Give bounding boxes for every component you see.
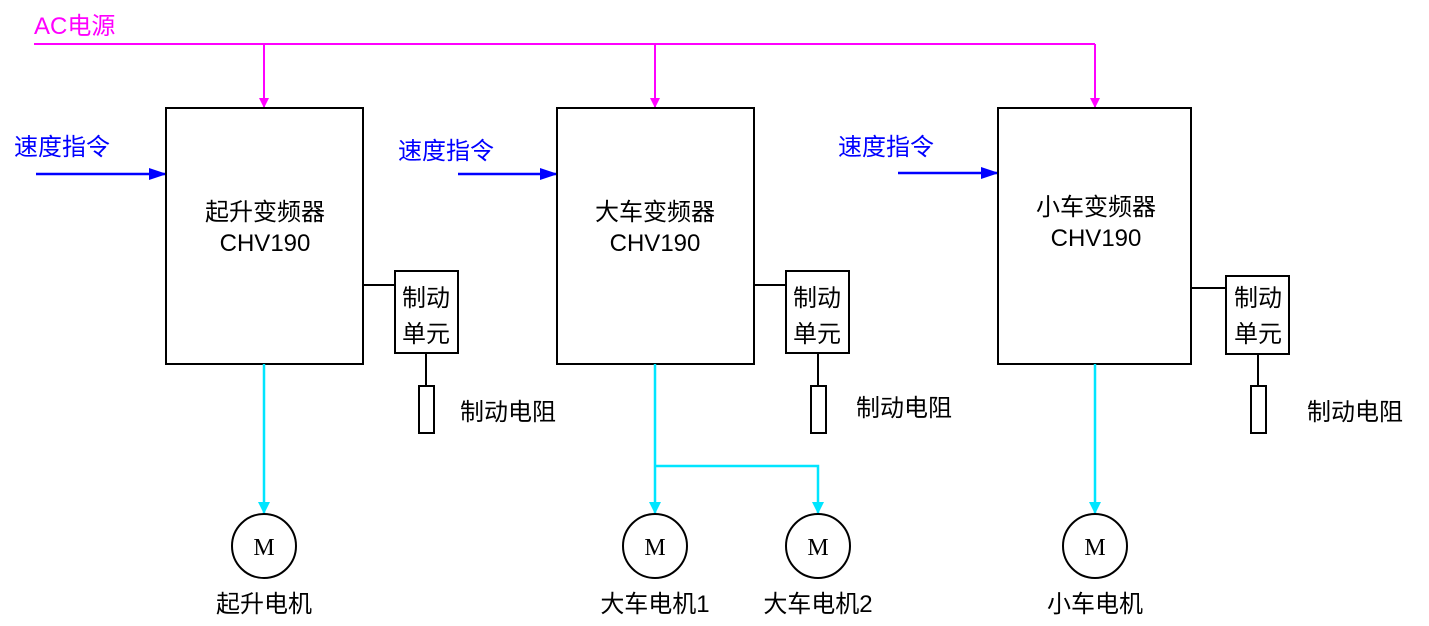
- motor-wiring: [258, 364, 1101, 514]
- brake-unit-line1: 制动: [402, 285, 450, 312]
- drive-hoist: 起升变频器 CHV190 制动 单元 制动电阻: [165, 107, 556, 434]
- power-bus: [34, 43, 1100, 108]
- drive-model: CHV190: [220, 230, 311, 257]
- motor-symbol: [231, 513, 297, 579]
- brake-resistor-label: 制动电阻: [856, 395, 952, 422]
- motor-letter: M: [807, 535, 828, 561]
- brake-unit-line1: 制动: [793, 285, 841, 312]
- drive-trolley: 小车变频器 CHV190 制动 单元 制动电阻: [997, 107, 1403, 434]
- motor-symbol: [1062, 513, 1128, 579]
- motor-bridge-1: M 大车电机1: [600, 513, 710, 618]
- motor-symbol: [785, 513, 851, 579]
- brake-resistor-symbol: [1250, 385, 1267, 434]
- drive-bridge: 大车变频器 CHV190 制动 单元 制动电阻: [556, 107, 952, 434]
- drive-model: CHV190: [1051, 225, 1142, 252]
- brake-unit-box: [1225, 275, 1290, 355]
- speed-label-bridge: 速度指令: [398, 138, 494, 165]
- motor-letter: M: [644, 535, 665, 561]
- speed-label-trolley: 速度指令: [838, 134, 934, 161]
- speed-label-hoist: 速度指令: [14, 134, 110, 161]
- motor-trolley: M 小车电机: [1047, 513, 1143, 618]
- brake-resistor-label: 制动电阻: [1307, 399, 1403, 426]
- drive-model: CHV190: [610, 230, 701, 257]
- motor-symbol: [622, 513, 688, 579]
- motor-label: 小车电机: [1047, 591, 1143, 618]
- motor-label: 起升电机: [216, 591, 312, 618]
- motor-hoist: M 起升电机: [216, 513, 312, 618]
- brake-unit-line2: 单元: [793, 321, 841, 348]
- brake-resistor-symbol: [418, 385, 435, 434]
- motor-line-bridge-2: [655, 464, 824, 514]
- motor-label: 大车电机2: [763, 591, 872, 618]
- motor-label: 大车电机1: [600, 591, 709, 618]
- drive-name: 起升变频器: [205, 199, 325, 226]
- brake-unit-line2: 单元: [402, 321, 450, 348]
- brake-unit-line1: 制动: [1234, 285, 1282, 312]
- power-label: AC电源: [34, 13, 115, 40]
- motor-letter: M: [1084, 535, 1105, 561]
- motor-letter: M: [253, 535, 274, 561]
- brake-resistor-symbol: [810, 385, 827, 434]
- motor-bridge-2: M 大车电机2: [763, 513, 873, 618]
- drive-name: 小车变频器: [1036, 194, 1156, 221]
- brake-unit-line2: 单元: [1234, 321, 1282, 348]
- brake-resistor-label: 制动电阻: [460, 399, 556, 426]
- brake-unit-box: [785, 270, 850, 354]
- drive-name: 大车变频器: [595, 199, 715, 226]
